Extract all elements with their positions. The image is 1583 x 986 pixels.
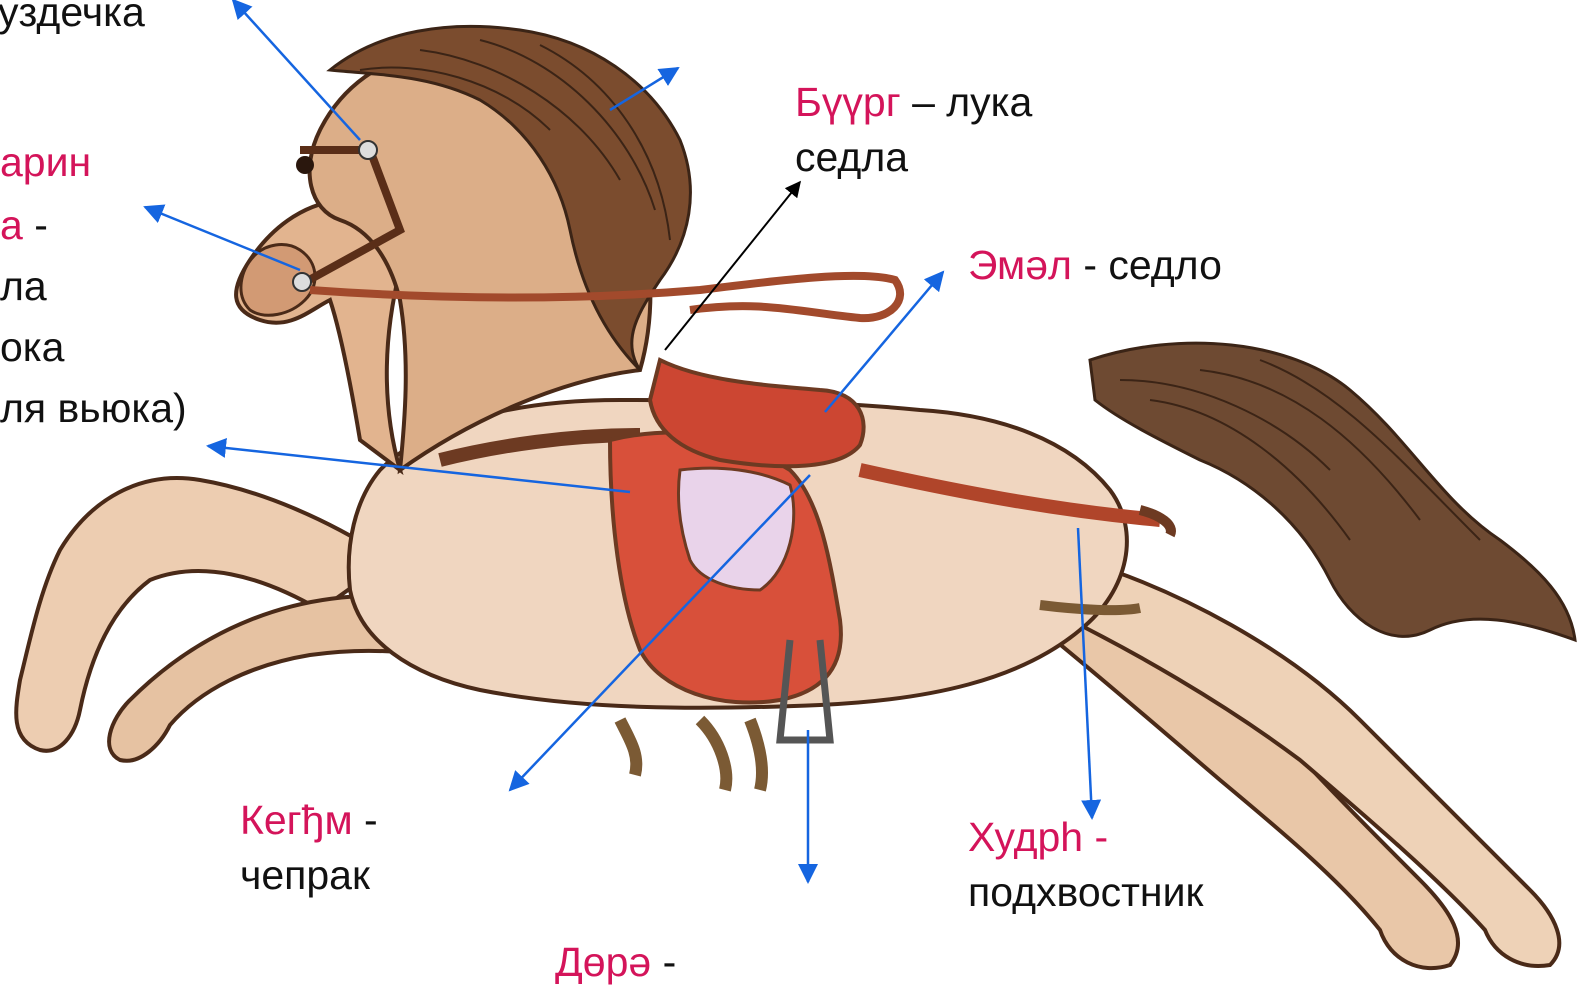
label-harin-line2-rest: - [23, 202, 48, 248]
label-harin-line3: ла [0, 264, 187, 309]
label-buurg-term: Бүүрг [795, 79, 901, 125]
label-hudrh-line2: подхвостник [968, 870, 1203, 915]
label-kegdm: Кегђм - чепрак [240, 798, 378, 898]
label-uzdechka: уздечка [0, 0, 145, 35]
label-kegdm-line2: чепрак [240, 853, 378, 898]
label-buurg-rest: – лука [901, 79, 1033, 125]
label-kegdm-term: Кегђм [240, 797, 353, 843]
label-hudrh: Худрh - подхвостник [968, 815, 1203, 915]
label-harin-line2-term: а [0, 202, 23, 248]
label-dere-term: Дөрә [555, 939, 651, 985]
label-dere: Дөрә - [555, 940, 676, 985]
label-harin-line2: а - [0, 203, 187, 248]
label-buurg-line2: седла [795, 135, 1032, 180]
label-harin-line4: ока [0, 325, 187, 370]
label-kegdm-rest: - [353, 797, 378, 843]
label-emel-term: Эмәл [968, 242, 1072, 288]
label-harin: арин а - ла ока ля вьюка) [0, 140, 187, 431]
label-buurg-line1: Бүүрг – лука [795, 80, 1032, 125]
arrow-emel [825, 272, 943, 412]
label-emel: Эмәл - седло [968, 243, 1222, 288]
label-emel-rest: - седло [1072, 242, 1222, 288]
label-harin-line5: ля вьюка) [0, 386, 187, 431]
label-buurg: Бүүрг – лука седла [795, 80, 1032, 180]
label-hudrh-term: Худрh - [968, 815, 1203, 860]
label-uzdechka-text: уздечка [0, 0, 145, 35]
label-harin-line1: арин [0, 140, 187, 185]
label-dere-rest: - [651, 939, 676, 985]
label-kegdm-line1: Кегђм - [240, 798, 378, 843]
